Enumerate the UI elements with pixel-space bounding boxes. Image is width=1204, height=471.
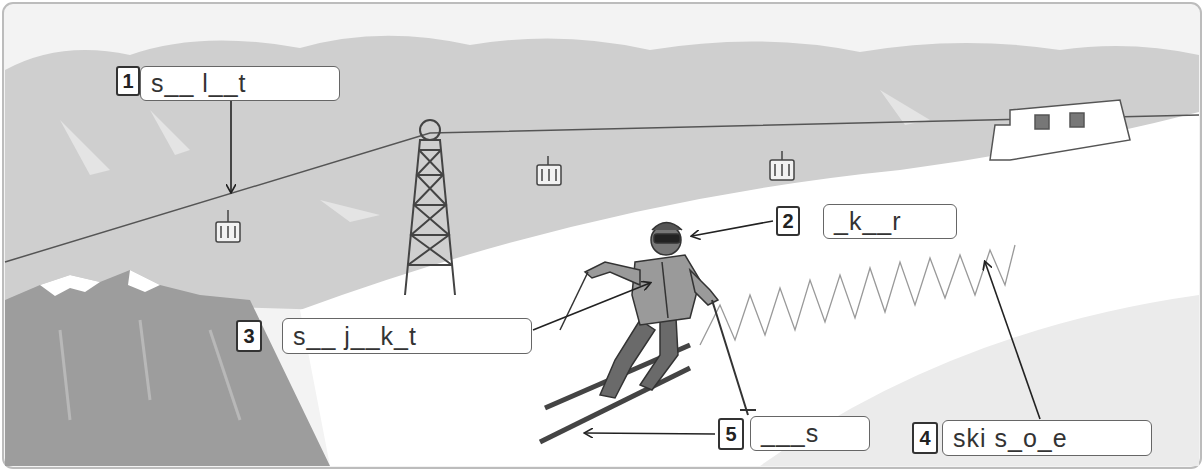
answer-text: s__ j__k_t bbox=[293, 322, 417, 351]
callout-number-box: 1 bbox=[116, 66, 140, 96]
gondolas bbox=[216, 151, 794, 242]
callout-number: 4 bbox=[919, 427, 930, 450]
callout-number: 5 bbox=[725, 423, 736, 446]
leader-lines bbox=[231, 99, 1040, 434]
answer-box: ___s bbox=[750, 416, 870, 451]
callout-number: 1 bbox=[122, 70, 133, 93]
callout-number-box: 5 bbox=[718, 418, 744, 450]
callout-number-box: 2 bbox=[776, 206, 800, 236]
answer-box: s__ l__t bbox=[140, 66, 340, 101]
lift-station bbox=[990, 100, 1130, 160]
answer-text: ski s_o_e bbox=[953, 424, 1068, 453]
lift-tower bbox=[405, 120, 455, 295]
answer-box: s__ j__k_t bbox=[282, 318, 532, 354]
answer-text: _k__r bbox=[834, 207, 902, 236]
callout-number: 2 bbox=[782, 210, 793, 233]
callout-number-box: 4 bbox=[912, 422, 938, 454]
frame bbox=[3, 3, 1201, 468]
answer-box: _k__r bbox=[823, 204, 957, 239]
snow-slope bbox=[300, 112, 1199, 466]
skier bbox=[540, 223, 756, 443]
answer-text: ___s bbox=[761, 419, 819, 448]
ski-tracks bbox=[700, 245, 1015, 345]
answer-text: s__ l__t bbox=[151, 69, 247, 98]
answer-box: ski s_o_e bbox=[942, 420, 1152, 456]
snow-caps bbox=[40, 270, 160, 296]
mountains bbox=[5, 270, 330, 466]
callout-number-box: 3 bbox=[236, 320, 262, 352]
callout-number: 3 bbox=[243, 325, 254, 348]
